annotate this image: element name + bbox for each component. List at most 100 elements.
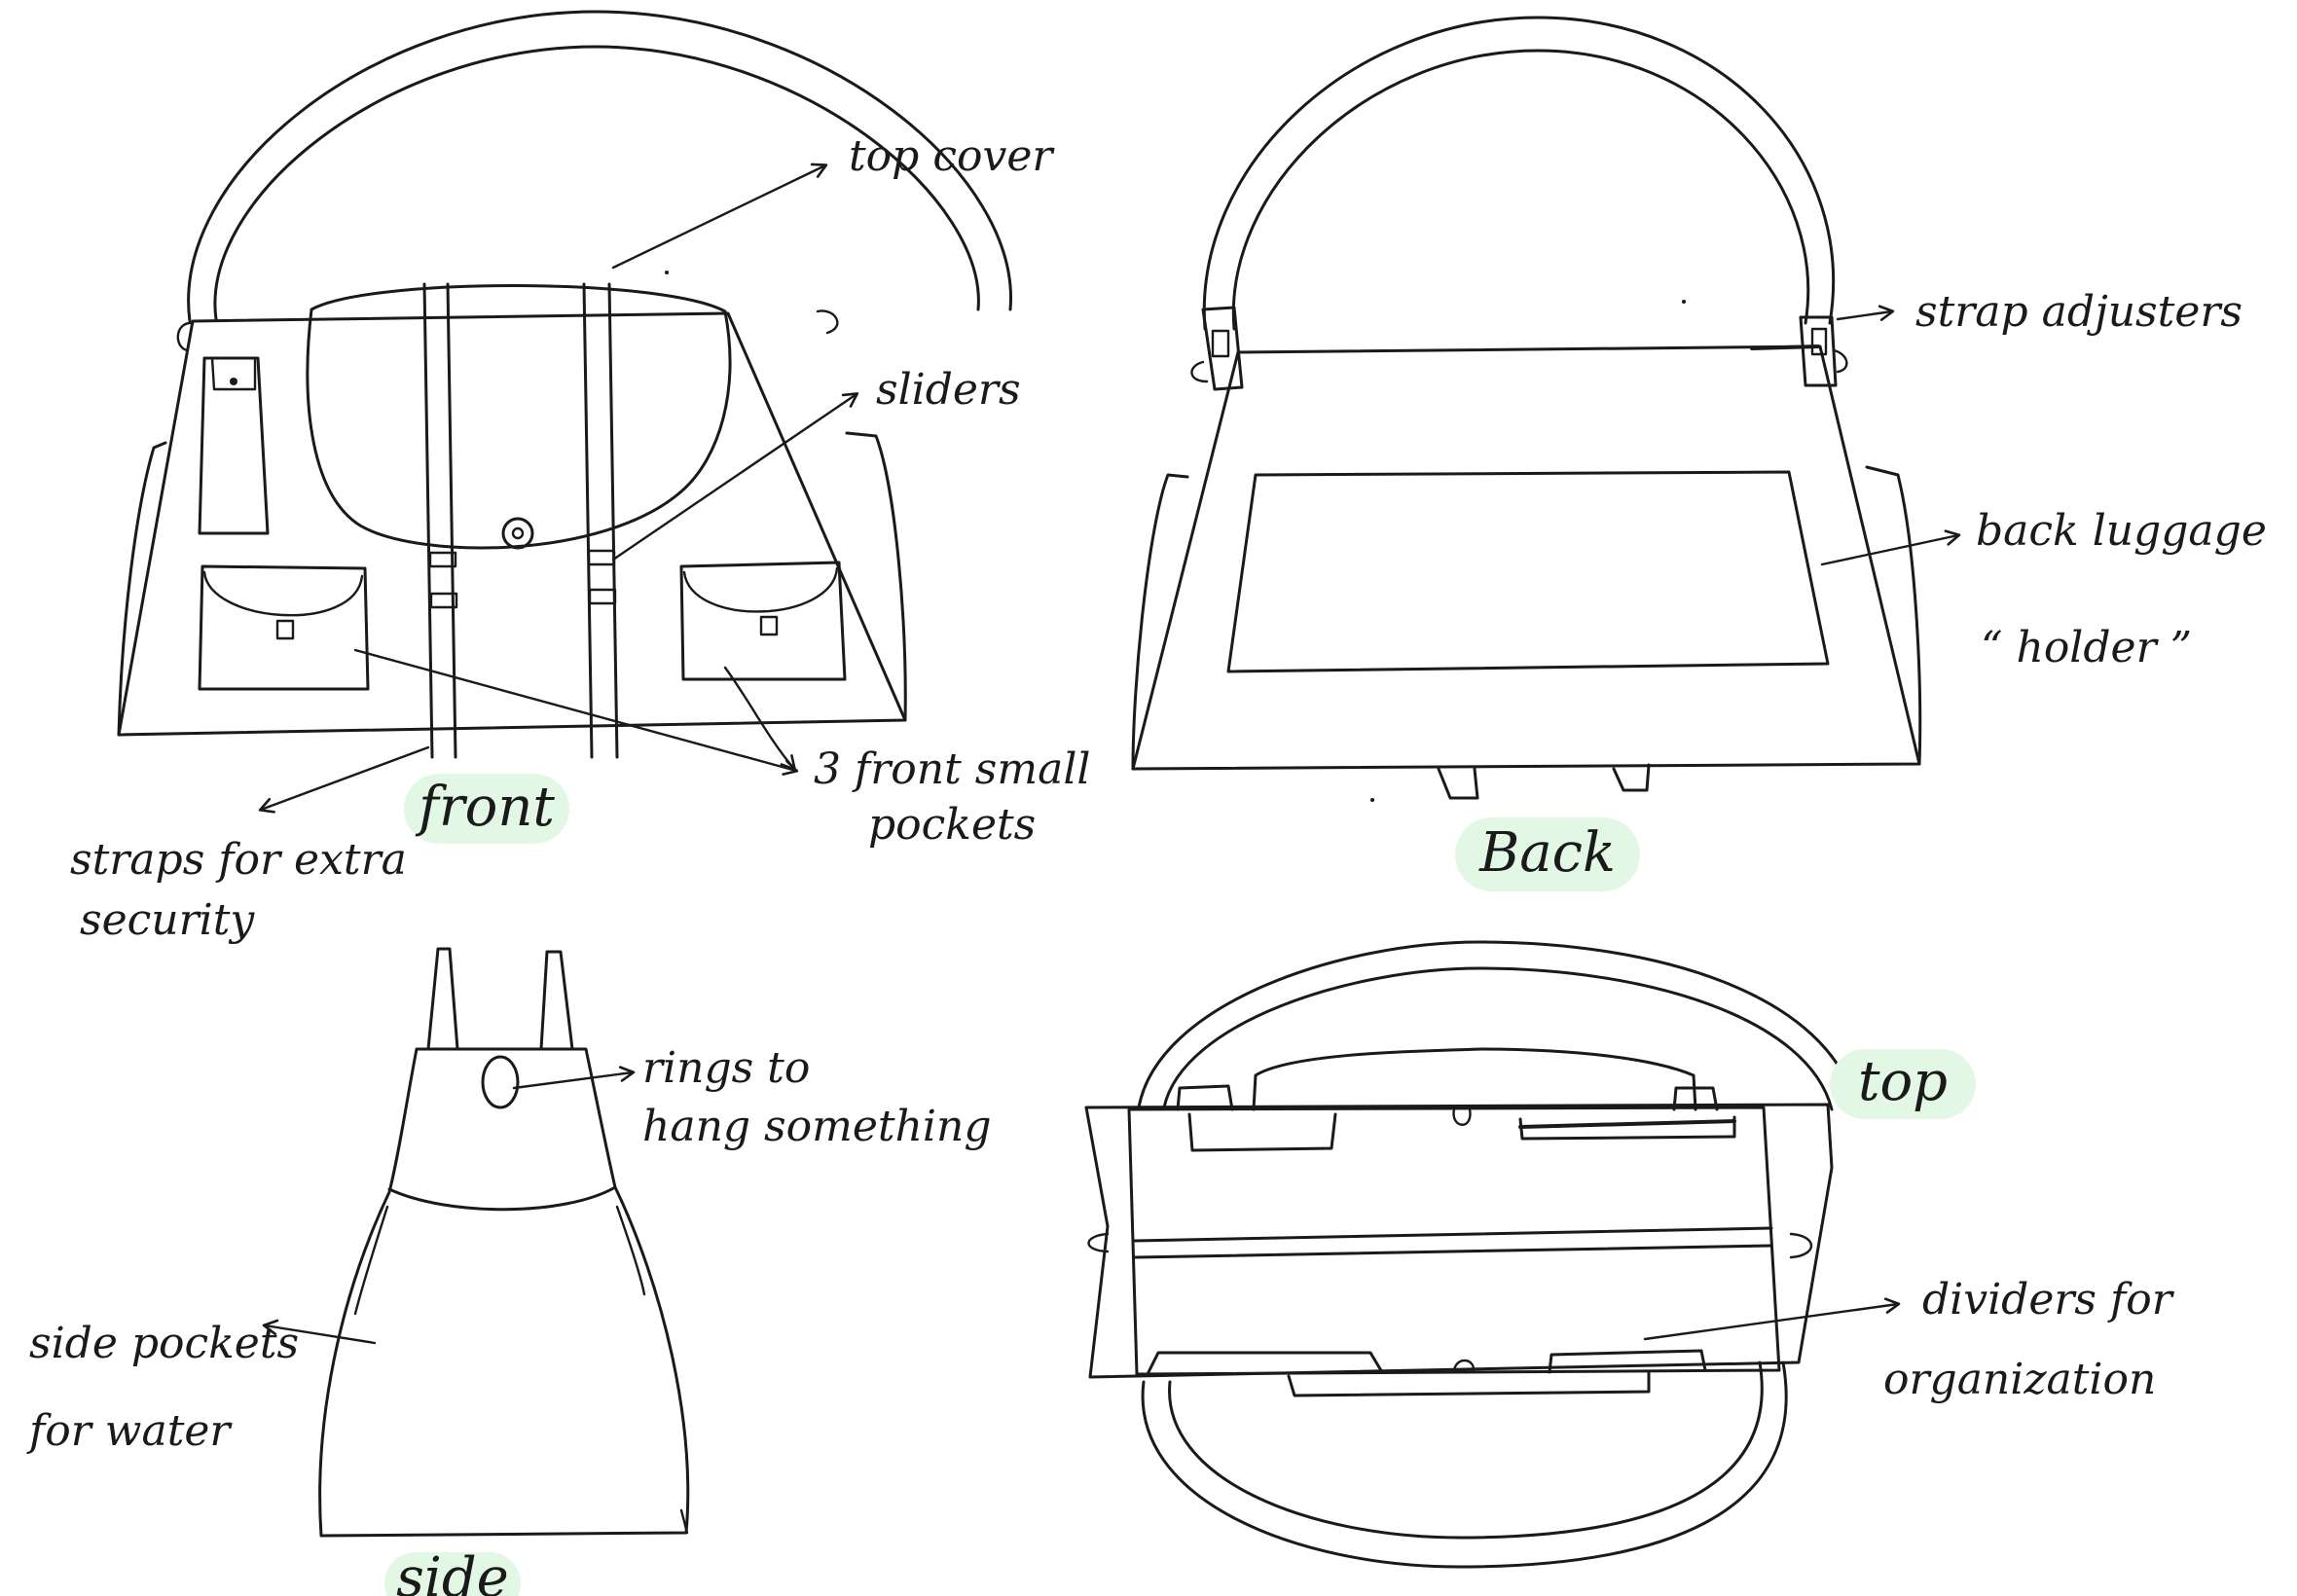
front-right-pocket-flap [682, 566, 839, 613]
top-handle-upper-inner [1162, 966, 1834, 1111]
front-left-pocket-clasp [275, 619, 295, 640]
front-view-title: front [415, 776, 555, 839]
back-luggage-holder [1226, 470, 1830, 673]
front-bag-body [117, 311, 907, 737]
back-handle-outer [1202, 16, 1836, 331]
arrow-back-luggage [1820, 529, 1961, 566]
front-tall-pocket-button [230, 378, 237, 385]
side-annotations [262, 1066, 636, 1345]
front-right-side-pocket [845, 431, 907, 722]
side-pocket-left-seam [353, 1205, 389, 1316]
side-bag-body [318, 1047, 690, 1538]
pockets-note-line1: 3 front small [814, 744, 1090, 794]
top-left-ring [1087, 1232, 1110, 1253]
front-ink-dot [665, 271, 669, 274]
front-handle-inner [213, 45, 980, 321]
back-annotations [1820, 305, 1961, 566]
back-bottom-tab-right [1612, 763, 1651, 792]
front-handle-outer [187, 10, 1012, 323]
front-left-pocket-flap [202, 570, 364, 617]
top-bottom-tab [1287, 1370, 1651, 1397]
dividers-note-line1: dividers for [1922, 1275, 2175, 1324]
straps-note-line2: security [80, 895, 255, 945]
front-left-slider-bottom [429, 592, 458, 609]
back-view-label: Back [1455, 817, 1640, 891]
back-right-ring [1832, 348, 1848, 374]
front-annotations [258, 163, 859, 814]
top-upper-right-pocket [1518, 1115, 1736, 1141]
rings-note-line1: rings to [642, 1043, 810, 1093]
side-pocket-top [387, 1185, 617, 1212]
top-lower-left-pocket [1147, 1351, 1384, 1374]
back-top-seam [1750, 345, 1820, 350]
pockets-note-line2: pockets [868, 800, 1036, 850]
top-handle-lower-outer [1141, 1360, 1788, 1569]
top-zip-pull-upper [1452, 1107, 1472, 1126]
front-right-strap [582, 282, 619, 759]
front-right-pocket-clasp [759, 615, 779, 636]
side-bottom-tick [679, 1508, 689, 1535]
side-view-label: side [384, 1546, 521, 1596]
top-lower-right-pocket [1548, 1349, 1707, 1374]
top-right-tab [1672, 1086, 1719, 1111]
side-pockets-note-line1: side pockets [29, 1319, 299, 1368]
side-right-strap-stub [539, 950, 574, 1051]
top-bag-inner [1127, 1106, 1781, 1376]
front-view-label: front [404, 774, 569, 844]
side-view-drawing [318, 947, 690, 1538]
front-right-ring [816, 309, 839, 335]
front-right-pocket [679, 561, 847, 681]
top-divider-1 [1133, 1226, 1773, 1243]
top-view-label: top [1830, 1049, 1976, 1119]
front-flap-button-center [511, 526, 525, 540]
side-left-strap-stub [426, 947, 459, 1051]
arrow-straps [258, 745, 430, 814]
back-left-ring [1190, 360, 1209, 383]
back-handle-inner [1231, 49, 1810, 331]
top-handle-upper-outer [1137, 940, 1859, 1111]
top-bag-outer [1084, 1103, 1834, 1379]
front-left-pocket [198, 564, 370, 691]
back-left-strap-adjuster [1201, 306, 1244, 391]
back-right-side [1865, 465, 1922, 766]
top-annotations [1643, 1297, 1901, 1341]
arrow-side-pockets [262, 1319, 377, 1345]
side-view-title: side [396, 1546, 509, 1596]
strap-adjusters-note: strap adjusters [1915, 287, 2242, 337]
back-right-strap-adjuster [1799, 315, 1838, 387]
top-cover-edge [1252, 1047, 1697, 1111]
top-upper-left-pocket [1187, 1112, 1337, 1152]
front-tall-pocket-flap [210, 356, 257, 391]
back-bag-body [1131, 345, 1921, 771]
side-pocket-right-seam [615, 1205, 646, 1296]
back-luggage-note-line1: back luggage [1976, 506, 2267, 556]
arrow-pockets-2 [723, 666, 796, 772]
arrow-pockets-1 [353, 648, 799, 776]
dividers-note-line2: organization [1883, 1355, 2156, 1404]
back-luggage-note-line2: “ holder ” [1981, 623, 2192, 672]
front-left-side-pocket [117, 441, 167, 737]
back-ink-dot-2 [1370, 798, 1374, 802]
top-view-title: top [1858, 1050, 1948, 1113]
top-divider-2 [1133, 1244, 1773, 1259]
rings-note-line2: hang something [642, 1102, 992, 1151]
arrow-top-cover [611, 163, 828, 270]
top-view-drawing [1084, 940, 1859, 1569]
front-left-slider-top [428, 551, 457, 568]
back-view-title: Back [1478, 821, 1616, 885]
arrow-strap-adjusters [1836, 305, 1895, 321]
top-upper-right-pocket-line [1518, 1119, 1736, 1129]
front-top-cover-flap [306, 284, 732, 550]
back-view-drawing [1131, 16, 1922, 802]
back-right-adjuster-slot [1810, 327, 1828, 356]
back-left-side [1131, 473, 1189, 771]
front-left-strap [422, 282, 457, 759]
top-left-tab [1176, 1084, 1234, 1111]
front-right-slider-top [587, 549, 616, 566]
arrow-sliders [611, 392, 859, 562]
top-zip-pull-lower [1452, 1359, 1476, 1374]
side-pockets-note-line2: for water [26, 1406, 233, 1456]
top-right-ring [1789, 1232, 1812, 1259]
front-flap-button [501, 517, 534, 550]
